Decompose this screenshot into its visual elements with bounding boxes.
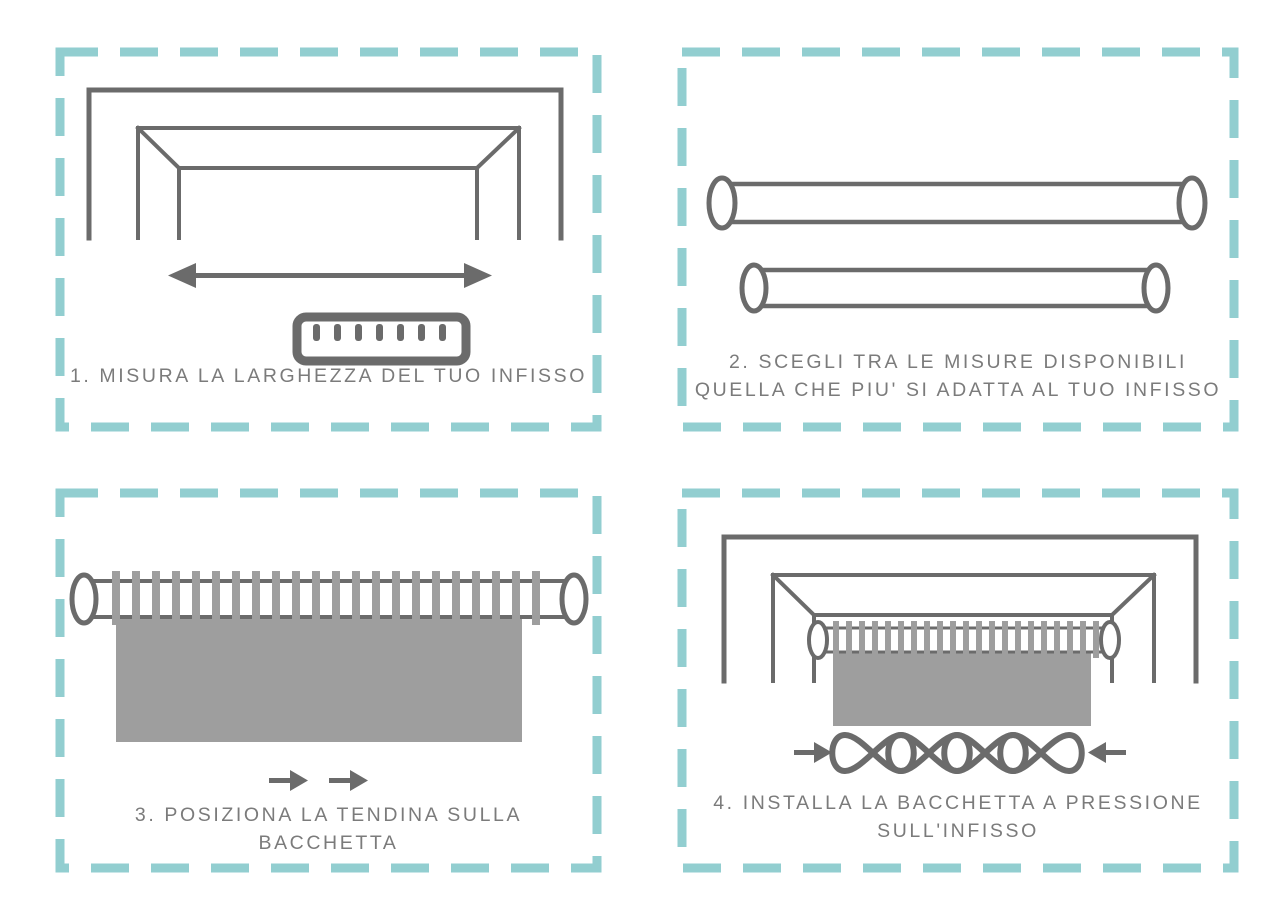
rod-long-cap-right	[1176, 175, 1208, 231]
panel-step-2: 2. SCEGLI TRA LE MISURE DISPONIBILI QUEL…	[677, 47, 1239, 432]
panel-2-caption: 2. SCEGLI TRA LE MISURE DISPONIBILI QUEL…	[694, 351, 1222, 401]
slide-arrow-2	[329, 770, 368, 791]
slide-arrow-1	[269, 770, 308, 791]
installed-curtain-fabric	[833, 648, 1091, 726]
press-arrow-left	[794, 742, 832, 763]
installed-curtain-rings	[833, 621, 1099, 658]
panel-3-caption: 3. POSIZIONA LA TENDINA SULLA BACCHETTA	[134, 804, 523, 854]
rod-short-cap-left	[739, 262, 769, 314]
panel-1-caption: 1. MISURA LA LARGHEZZA DEL TUO INFISSO	[69, 365, 588, 387]
rod-long	[706, 175, 1208, 231]
panel-step-3: 3. POSIZIONA LA TENDINA SULLA BACCHETTA	[55, 488, 602, 873]
panel-step-1: 1. MISURA LA LARGHEZZA DEL TUO INFISSO	[55, 47, 602, 432]
tension-spring-icon	[829, 731, 1085, 775]
window-outer-frame	[86, 87, 564, 241]
press-arrow-right	[1088, 742, 1126, 763]
panel-4-caption: 4. INSTALLA LA BACCHETTA A PRESSIONE SUL…	[713, 792, 1203, 842]
install-rod-illustration	[721, 534, 1199, 775]
rod-short-cap-right	[1141, 262, 1171, 314]
window-measure-illustration	[86, 87, 564, 366]
curtain-rings	[112, 571, 540, 625]
window-recess-diagonal-left	[770, 572, 817, 618]
curtain-rod-cap-right	[559, 572, 589, 626]
window-recess-diagonal-right	[1109, 572, 1157, 618]
panel-step-4: 4. INSTALLA LA BACCHETTA A PRESSIONE SUL…	[677, 488, 1239, 873]
window-recess-diagonal-right	[474, 125, 522, 171]
ruler-icon	[292, 312, 471, 366]
width-measure-arrow	[168, 263, 492, 288]
curtain-on-rod-illustration	[69, 571, 589, 791]
installed-rod-cap-left	[807, 620, 829, 660]
rod-long-cap-left	[706, 175, 738, 231]
press-arrows	[794, 742, 1126, 763]
window-outer-frame	[721, 534, 1199, 684]
curtain-fabric	[116, 615, 522, 742]
rod-short	[739, 262, 1171, 314]
curtain-rod-cap-left	[69, 572, 99, 626]
window-recess-diagonal-left	[135, 125, 182, 171]
slide-arrows	[269, 770, 368, 791]
available-rod-sizes-illustration	[706, 175, 1208, 314]
installed-rod-cap-right	[1099, 620, 1121, 660]
